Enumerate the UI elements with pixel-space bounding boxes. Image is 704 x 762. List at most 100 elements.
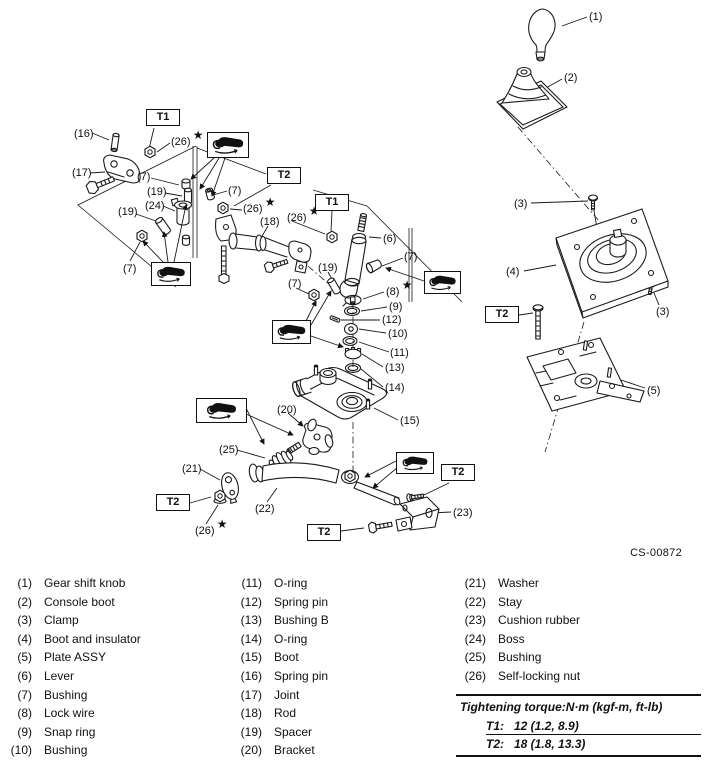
torque-tag-t2: T2 [156,494,190,511]
callout-7: (7) [228,185,241,197]
callout-7: (7) [404,251,417,263]
parts-list-item: (13)Bushing B [232,613,329,632]
part-name: Joint [274,687,300,702]
part-number: (17) [240,687,262,702]
part-number: (8) [17,706,32,721]
callout-2: (2) [564,72,577,84]
callout-14: (14) [385,382,405,394]
callout-label: (19) [118,206,138,218]
torque-value: 12 (1.2, 8.9) [514,718,579,733]
torque-tag-t1: T1 [146,109,180,126]
parts-list-item: (12)Spring pin [232,595,329,614]
part-number: (16) [240,668,262,683]
part-number: (22) [464,594,486,609]
parts-list-item: (7)Bushing [2,688,141,707]
callout-label: (4) [506,266,520,278]
callout-label: (6) [383,233,397,245]
part-name: Rod [274,706,297,721]
part-number: (25) [464,650,486,665]
torque-tag-t1: T1 [315,194,349,211]
callout-25: (25) [219,444,239,456]
callout-18: (18) [260,216,280,228]
torque-table-rows: T1:12 (1.2, 8.9)T2:18 (1.8, 13.3) [456,717,701,752]
diagram-callout-overlay: (1)(2)(3)(3)(4)(5)(6)(7)(7)(7)(7)(7)(8)★… [72,11,669,541]
callout-label: (3) [514,198,528,210]
parts-list-item: (17) Joint [232,688,329,707]
parts-list-item: (5)Plate ASSY [2,650,141,669]
part-name: Bushing [44,743,88,758]
star-icon: ★ [401,278,413,292]
part-name: Boot and insulator [44,631,141,646]
callout-7: (7) [288,278,301,290]
callout-label: (25) [219,444,239,456]
callout-20: (20) [277,404,297,416]
callout-label: (18) [260,216,280,228]
callout-4: (4) [506,266,519,278]
grease-application-icon [424,271,461,294]
parts-list-item: (20)Bracket [232,743,329,762]
parts-list-item: (1)Gear shift knob [2,576,141,595]
parts-list-column-2: (11)O-ring(12)Spring pin(13)Bushing B(14… [232,576,329,762]
parts-list-item: (26)Self-locking nut [456,669,580,688]
part-name: Boss [498,631,525,646]
callout-label: (19) [147,186,167,198]
callout-label: (17) [72,167,92,179]
part-name: Lever [44,668,75,683]
part-name: Self-locking nut [498,668,581,683]
part-number: (3) [17,613,32,628]
callout-label: (7) [404,251,418,263]
callout-3: (3) [656,306,669,318]
parts-list-item: (22)Stay [456,595,580,614]
callout-label: (23) [453,507,473,519]
callout-label: (7) [228,185,242,197]
callout-label: (13) [385,362,405,374]
callout-26: (26)★ [171,129,204,148]
parts-list-item: (15)Boot [232,650,329,669]
part-name: Bracket [274,743,315,758]
part-number: (18) [240,706,262,721]
callout-label: (11) [390,347,409,359]
grease-application-icon [272,320,311,344]
callout-label: (8) [386,286,400,298]
star-icon: ★ [308,204,320,218]
parts-list-item: (11)O-ring [232,576,329,595]
grease-icon [157,266,185,282]
callout-label: (24) [145,200,165,212]
callout-26: (26)★ [195,518,228,537]
callout-label: (5) [647,385,661,397]
parts-list-item: (2)Console boot [2,595,141,614]
callout-label: (26) [195,525,215,537]
callout-1: (1) [589,11,602,23]
part-number: (12) [240,594,262,609]
part-number: (24) [464,631,486,646]
grease-icon [206,403,236,419]
callout-13: (13) [385,362,405,374]
callout-label: (15) [400,415,420,427]
callout-6: (6) [383,233,396,245]
callout-7: (7) [123,263,136,275]
parts-list-item: (23)Cushion rubber [456,613,580,632]
callout-22: (22) [255,503,275,515]
parts-list-item: (10) Bushing [2,743,141,762]
part-number: (1) [17,576,32,590]
callout-26: (26)★ [243,196,276,215]
callout-label: (7) [137,171,151,183]
part-number: (10) [10,743,32,758]
figure-code: CS-00872 [630,547,682,559]
parts-list-item: (21)Washer [456,576,580,595]
torque-table-title: Tightening torque:N·m (kgf-m, ft-lb) [460,700,663,714]
callout-label: (12) [382,314,402,326]
callout-10: (10) [388,328,408,340]
callout-label: (1) [589,11,603,23]
callout-21: (21) [182,463,202,475]
part-number: (6) [17,668,32,683]
parts-list-item: (8)Lock wire [2,706,141,725]
part-name: Snap ring [44,724,96,739]
parts-list-column-1: (1)Gear shift knob(2)Console boot(3)Clam… [2,576,141,762]
callout-label: (26) [287,212,307,224]
callout-label: (3) [656,306,670,318]
part-number: (5) [17,650,32,665]
grease-icon [429,275,456,290]
part-number: (21) [464,576,486,590]
part-name: Spring pin [274,668,329,683]
